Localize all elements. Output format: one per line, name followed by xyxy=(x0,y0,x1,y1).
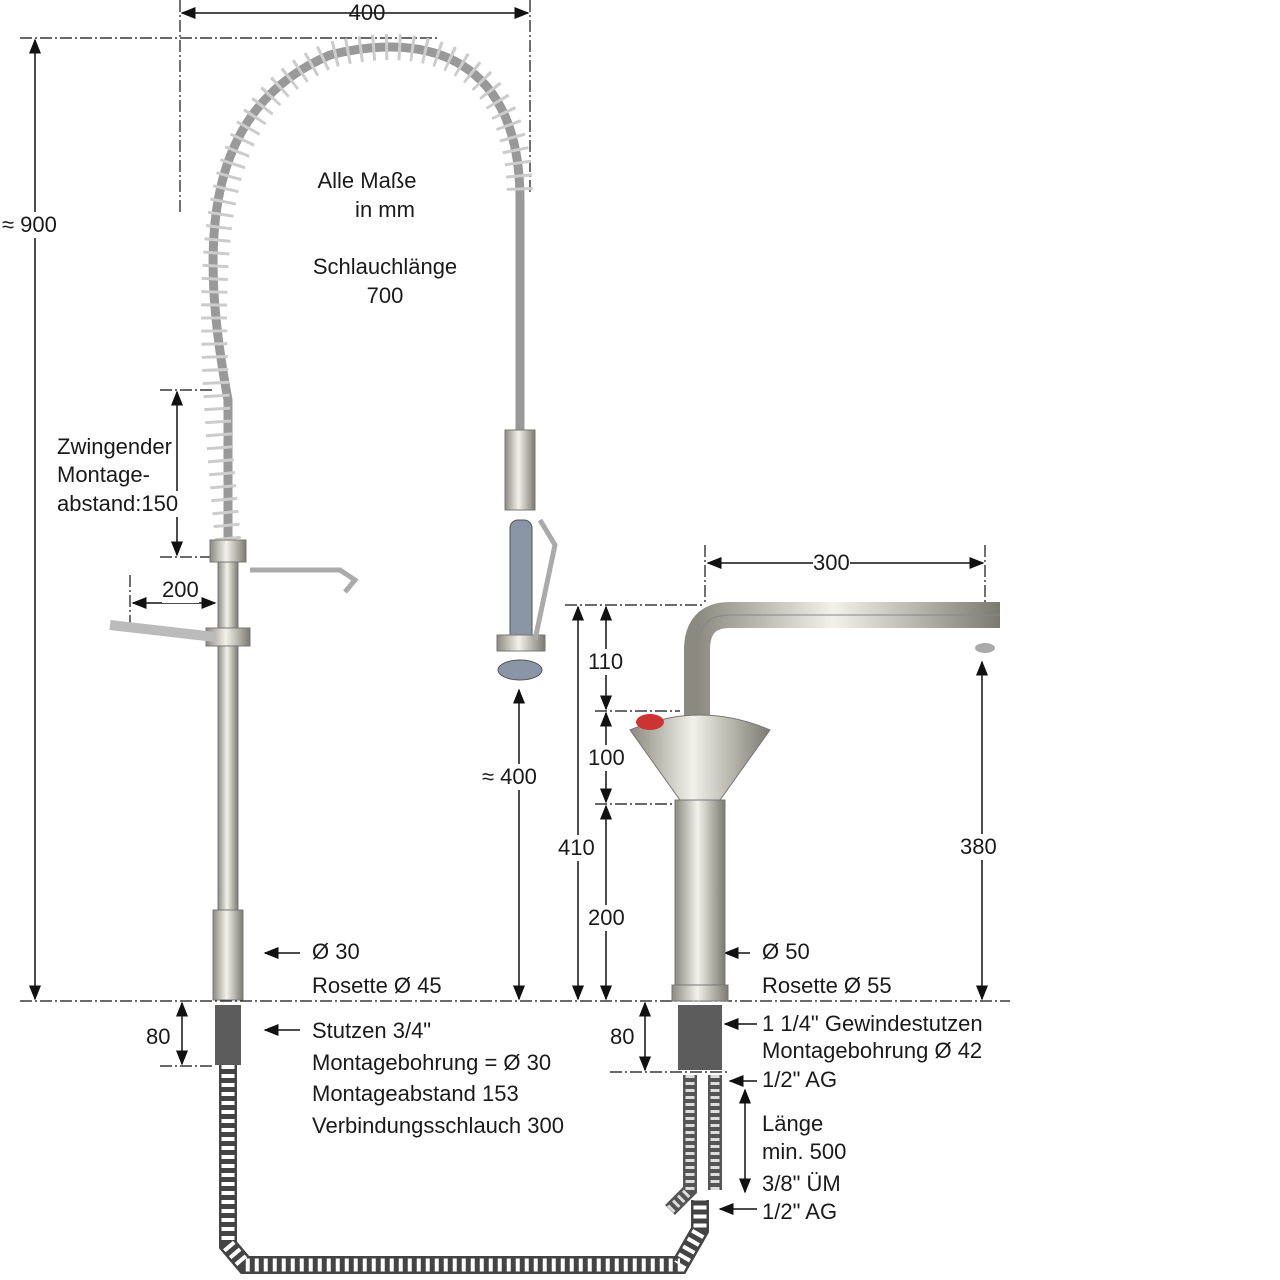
dim-spray-height: ≈ 400 xyxy=(482,764,537,790)
dim-spout-reach: 300 xyxy=(813,550,850,576)
note-line1: Alle Maße xyxy=(317,168,417,193)
mixer-tap xyxy=(629,602,1000,1215)
dim-handle-height: 100 xyxy=(588,745,625,771)
right-length1: Länge xyxy=(762,1111,824,1137)
mount-line3: abstand:150 xyxy=(57,491,179,517)
left-diameter: Ø 30 xyxy=(312,939,360,965)
dim-total-height: ≈ 900 xyxy=(2,212,57,238)
dimension-arrows xyxy=(29,7,988,1194)
hose-label: Schlauchlänge xyxy=(312,254,458,279)
dim-left-stub: 80 xyxy=(146,1024,171,1050)
pre-rinse-unit xyxy=(109,34,709,1274)
right-ag-top: 1/2" AG xyxy=(762,1067,838,1093)
center-lines xyxy=(20,0,1010,1073)
right-diameter: Ø 50 xyxy=(762,939,810,965)
right-length2: min. 500 xyxy=(762,1139,847,1165)
right-um: 3/8" ÜM xyxy=(762,1171,841,1197)
note-line2: in mm xyxy=(355,197,415,222)
right-rosette: Rosette Ø 55 xyxy=(762,973,892,999)
dim-arm-width: 200 xyxy=(162,577,199,603)
right-thread: 1 1/4" Gewindestutzen xyxy=(762,1011,983,1037)
dim-spout-top: 110 xyxy=(588,649,624,675)
leader-arrows xyxy=(263,947,757,1215)
dim-right-stub: 80 xyxy=(610,1024,635,1050)
left-spec-3: Verbindungsschlauch 300 xyxy=(312,1113,564,1139)
left-rosette: Rosette Ø 45 xyxy=(312,973,442,999)
dim-body-height: 200 xyxy=(588,905,625,931)
mount-line2: Montage- xyxy=(57,462,150,488)
right-ag-bottom: 1/2" AG xyxy=(762,1199,838,1225)
dim-top-width: 400 xyxy=(348,0,386,25)
left-spec-1: Montagebohrung = Ø 30 xyxy=(312,1050,552,1076)
right-bore: Montagebohrung Ø 42 xyxy=(762,1038,983,1064)
left-spec-2: Montageabstand 153 xyxy=(312,1081,519,1107)
hose-value: 700 xyxy=(366,283,404,308)
left-spec-0: Stutzen 3/4" xyxy=(312,1018,432,1044)
dim-total-faucet: 410 xyxy=(558,835,595,861)
mount-line1: Zwingender xyxy=(57,434,172,460)
dim-spout-height: 380 xyxy=(960,834,997,860)
